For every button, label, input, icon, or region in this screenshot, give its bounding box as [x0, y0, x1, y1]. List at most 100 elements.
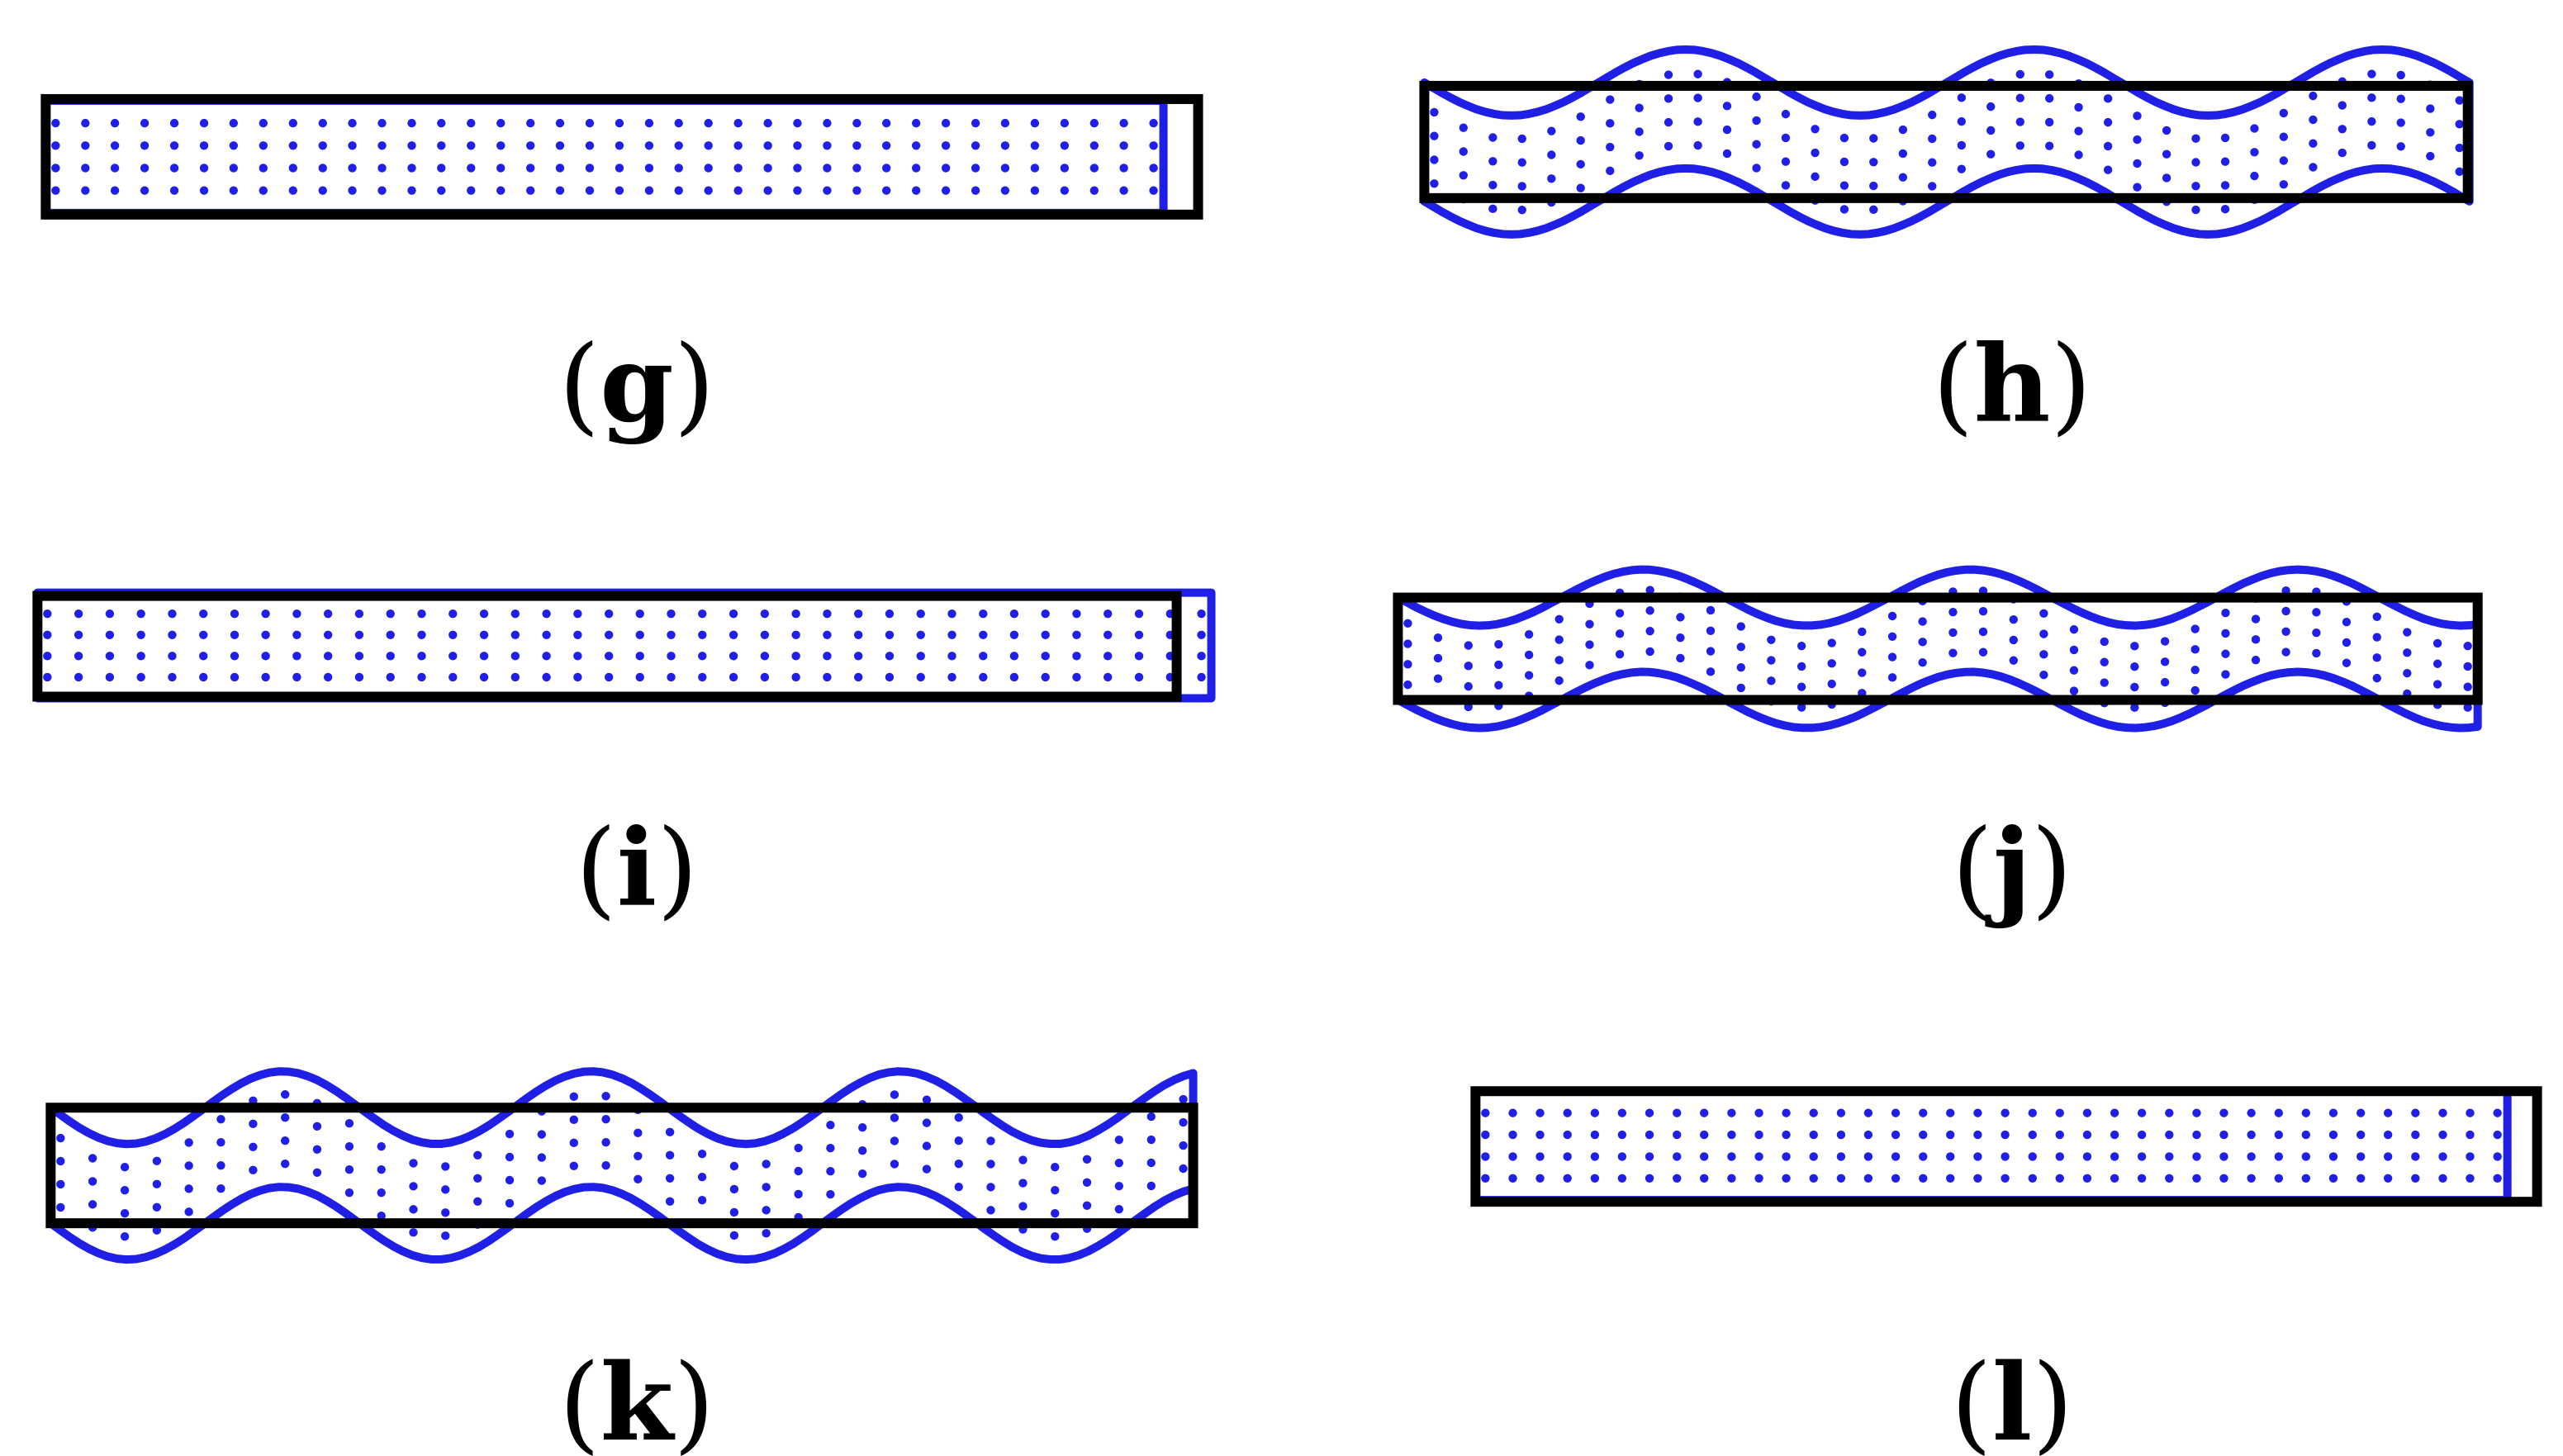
mesh-node	[634, 1198, 642, 1207]
mesh-node	[1836, 1174, 1846, 1183]
mesh-node	[916, 609, 925, 619]
mesh-node	[1179, 1188, 1187, 1196]
mesh-node	[2055, 1152, 2064, 1161]
mesh-node	[2279, 132, 2289, 141]
mesh-node	[2028, 1108, 2037, 1117]
mesh-node	[794, 1166, 803, 1176]
mesh-node	[2328, 1152, 2338, 1161]
mesh-node	[570, 1069, 578, 1078]
mesh-node	[569, 1161, 578, 1170]
mesh-node	[1664, 47, 1673, 55]
mesh-node	[1104, 609, 1113, 619]
mesh-node	[1018, 1179, 1028, 1188]
mesh-node	[1928, 182, 1937, 191]
panel-h-frame	[1419, 80, 2473, 203]
mesh-node	[2282, 567, 2290, 574]
mesh-node	[793, 118, 802, 128]
mesh-node	[261, 630, 270, 639]
mesh-node	[345, 1096, 354, 1104]
mesh-node	[2383, 1130, 2393, 1140]
mesh-node	[954, 1182, 963, 1192]
mesh-node	[2367, 140, 2376, 150]
mesh-node	[2219, 1108, 2228, 1117]
mesh-node	[1464, 641, 1473, 650]
mesh-node	[348, 141, 357, 150]
mesh-node	[169, 164, 179, 173]
mesh-node	[496, 118, 505, 128]
mesh-node	[1664, 70, 1673, 79]
mesh-node	[1727, 1174, 1736, 1183]
mesh-node	[2274, 1174, 2284, 1183]
mesh-node	[971, 141, 980, 150]
mesh-node	[1577, 208, 1585, 216]
mesh-node	[941, 164, 951, 173]
mesh-node	[2130, 642, 2139, 651]
mesh-node	[941, 141, 951, 150]
mesh-node	[823, 609, 832, 619]
mesh-node	[2274, 1108, 2284, 1117]
mesh-node	[733, 118, 743, 128]
mesh-node	[1722, 149, 1732, 159]
mesh-node	[823, 672, 832, 682]
mesh-node	[2342, 577, 2351, 585]
mesh-node	[2432, 638, 2442, 648]
mesh-node	[763, 141, 772, 150]
mesh-node	[510, 609, 520, 619]
mesh-node	[473, 1150, 482, 1160]
mesh-node	[585, 164, 595, 173]
mesh-node	[2372, 653, 2381, 662]
mesh-node	[2455, 120, 2464, 129]
mesh-node	[1606, 142, 1615, 152]
mesh-node	[510, 630, 520, 639]
mesh-node	[2466, 1130, 2475, 1140]
mesh-node	[1948, 607, 1958, 617]
mesh-node	[922, 1118, 932, 1127]
mesh-node	[2110, 1152, 2119, 1161]
mesh-node	[698, 652, 707, 661]
mesh-node	[954, 1113, 963, 1122]
mesh-node	[537, 1130, 547, 1139]
mesh-node	[1617, 1152, 1627, 1161]
mesh-node	[354, 672, 364, 682]
mesh-node	[505, 1198, 515, 1208]
mesh-node	[733, 141, 743, 150]
mesh-node	[110, 141, 120, 150]
mesh-node	[407, 141, 416, 150]
mesh-node	[441, 1254, 449, 1263]
mesh-node	[1928, 206, 1936, 214]
mesh-node	[318, 141, 327, 150]
mesh-node	[2433, 619, 2442, 627]
mesh-node	[386, 672, 395, 682]
mesh-node	[1635, 127, 1644, 136]
mesh-node	[1869, 181, 1878, 191]
mesh-node	[971, 164, 980, 173]
mesh-node	[635, 609, 644, 619]
mesh-node	[971, 186, 980, 195]
mesh-node	[2103, 165, 2113, 174]
mesh-node	[2133, 183, 2142, 192]
mesh-node	[2455, 167, 2464, 177]
mesh-node	[795, 1236, 803, 1245]
mesh-node	[1459, 171, 1468, 180]
mesh-node	[704, 118, 713, 128]
mesh-node	[120, 1208, 130, 1218]
mesh-node	[604, 652, 614, 661]
mesh-node	[823, 164, 832, 173]
mesh-node	[410, 1251, 417, 1259]
mesh-node	[667, 672, 676, 682]
mesh-node	[323, 630, 333, 639]
mesh-node	[2372, 633, 2381, 642]
mesh-node	[890, 1183, 899, 1191]
mesh-node	[1737, 704, 1745, 713]
mesh-node	[1809, 1174, 1818, 1183]
mesh-node	[1957, 140, 1967, 150]
mesh-node	[2055, 1108, 2064, 1117]
mesh-node	[730, 1139, 738, 1147]
mesh-node	[697, 1150, 707, 1159]
mesh-node	[1072, 652, 1081, 661]
mesh-node	[280, 1090, 290, 1099]
mesh-node	[2466, 1174, 2475, 1183]
mesh-node	[986, 1136, 995, 1145]
mesh-node	[1525, 712, 1533, 720]
